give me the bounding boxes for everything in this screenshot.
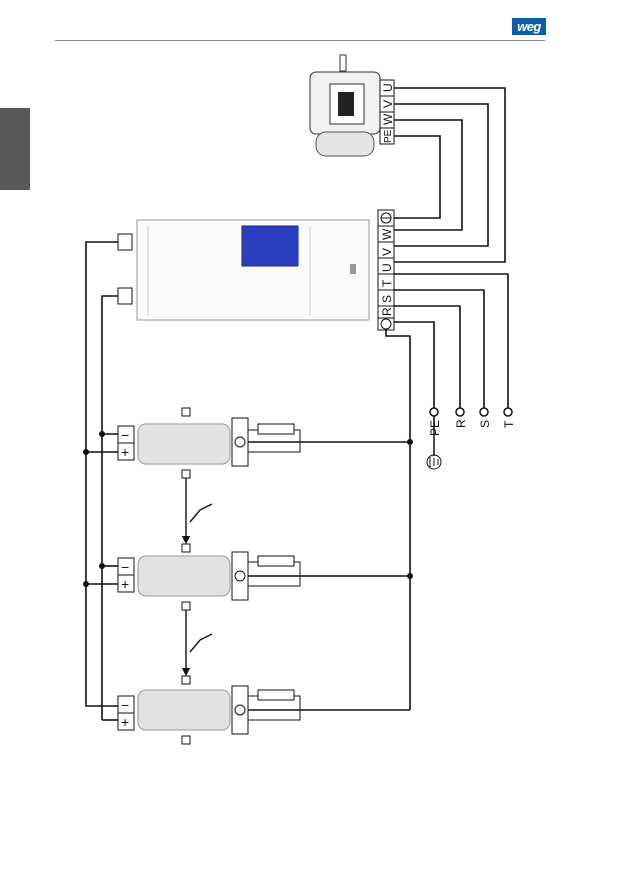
svg-text:+: + xyxy=(121,576,129,592)
motor-terminal-v: V xyxy=(381,100,395,108)
motor-cables xyxy=(394,88,505,262)
capacitor-module-icon xyxy=(138,424,230,464)
supply-s-label: S xyxy=(478,420,492,428)
drive-terminal-u: U xyxy=(380,263,394,272)
svg-text:+: + xyxy=(121,714,129,730)
drive-input-terminal-block: T S R xyxy=(378,274,394,330)
capacitor-module-1: − + xyxy=(118,408,410,478)
drive-terminal-r: R xyxy=(380,307,394,316)
motor-terminal-pe: PE xyxy=(383,129,394,143)
supply-pe-label: PE xyxy=(428,420,442,436)
motor-terminal-block: U V W PE xyxy=(380,80,395,144)
drive-output-terminal-block: W V U xyxy=(378,210,394,274)
capacitor-module-icon xyxy=(138,690,230,730)
drive-terminal-w: W xyxy=(380,228,394,240)
supply-cables xyxy=(386,274,508,710)
drive-terminal-s: S xyxy=(380,295,394,303)
frequency-drive-icon xyxy=(137,220,369,320)
capacitor-module-2: − + xyxy=(118,544,410,610)
svg-text:−: − xyxy=(121,559,129,575)
svg-text:+: + xyxy=(121,444,129,460)
dc-bus-cables xyxy=(86,242,118,720)
capacitor-module-3: − + xyxy=(118,676,410,744)
motor-terminal-u: U xyxy=(381,83,395,92)
supply-line-terminals: PE R S T xyxy=(428,408,516,436)
drive-terminal-v: V xyxy=(380,248,394,256)
supply-t-label: T xyxy=(502,420,516,428)
motor-icon xyxy=(310,55,380,156)
capacitor-module-icon xyxy=(138,556,230,596)
drive-terminal-t: T xyxy=(380,279,394,287)
motor-terminal-w: W xyxy=(381,113,395,125)
svg-text:−: − xyxy=(121,427,129,443)
drive-dc-minus-terminal xyxy=(118,288,132,304)
drive-dc-plus-terminal xyxy=(118,234,132,250)
supply-r-label: R xyxy=(454,419,468,428)
svg-text:−: − xyxy=(121,697,129,713)
